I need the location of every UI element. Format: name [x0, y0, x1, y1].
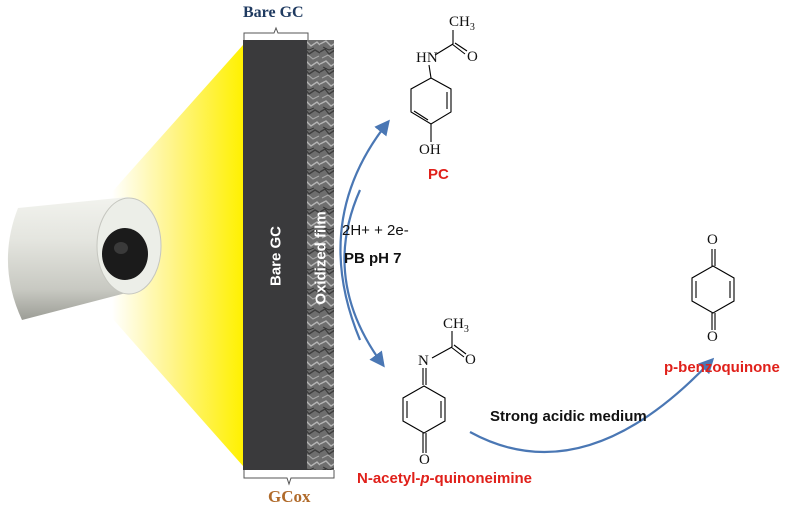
napqi-ch3: CH3 — [443, 316, 469, 335]
arrow-to-pc — [339, 119, 390, 341]
reaction-conditions-line2: PB pH 7 — [344, 250, 402, 267]
bare-gc-bar-label: Bare GC — [267, 225, 285, 287]
gcox-label: GCox — [268, 487, 311, 506]
arrow-to-napqi — [343, 189, 385, 368]
napqi-name: N-acetyl-p-quinoneimine — [357, 470, 533, 487]
bq-bottom-o: O — [707, 329, 718, 345]
bq-name: p-benzoquinone — [664, 359, 780, 376]
acid-medium-label: Strong acidic medium — [490, 408, 647, 425]
bare-gc-bar — [243, 40, 309, 470]
pc-hn: HN — [416, 50, 438, 66]
arrow-to-benzoquinone — [469, 357, 715, 454]
benzoquinone-structure — [691, 249, 735, 330]
light-beam — [112, 45, 243, 466]
bare-gc-top-label: Bare GC — [243, 4, 304, 21]
reaction-conditions-line1: 2H+ + 2e- — [342, 222, 409, 239]
napqi-n: N — [418, 353, 429, 369]
pc-oh: OH — [419, 142, 441, 158]
top-brace — [243, 26, 309, 40]
pc-name: PC — [428, 166, 449, 183]
oxidized-film-layer — [307, 40, 334, 470]
napqi-carbonyl-o: O — [465, 352, 476, 368]
napqi-bottom-o: O — [419, 452, 430, 468]
bq-top-o: O — [707, 232, 718, 248]
pc-carbonyl-o: O — [467, 49, 478, 65]
napqi-structure — [402, 331, 467, 453]
oxidized-film-label: Oxidized film — [312, 211, 330, 305]
pc-ch3: CH3 — [449, 14, 475, 33]
pc-structure — [410, 30, 468, 142]
bottom-brace — [243, 470, 335, 486]
electrode-cylinder-icon — [7, 197, 162, 320]
